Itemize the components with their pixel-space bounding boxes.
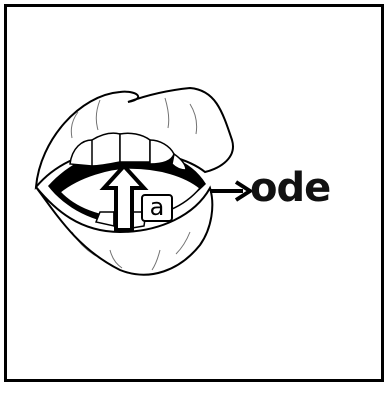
word-ending: ode [250, 168, 330, 208]
vowel-letter: a [141, 194, 173, 222]
right-arrow-icon [210, 182, 250, 200]
